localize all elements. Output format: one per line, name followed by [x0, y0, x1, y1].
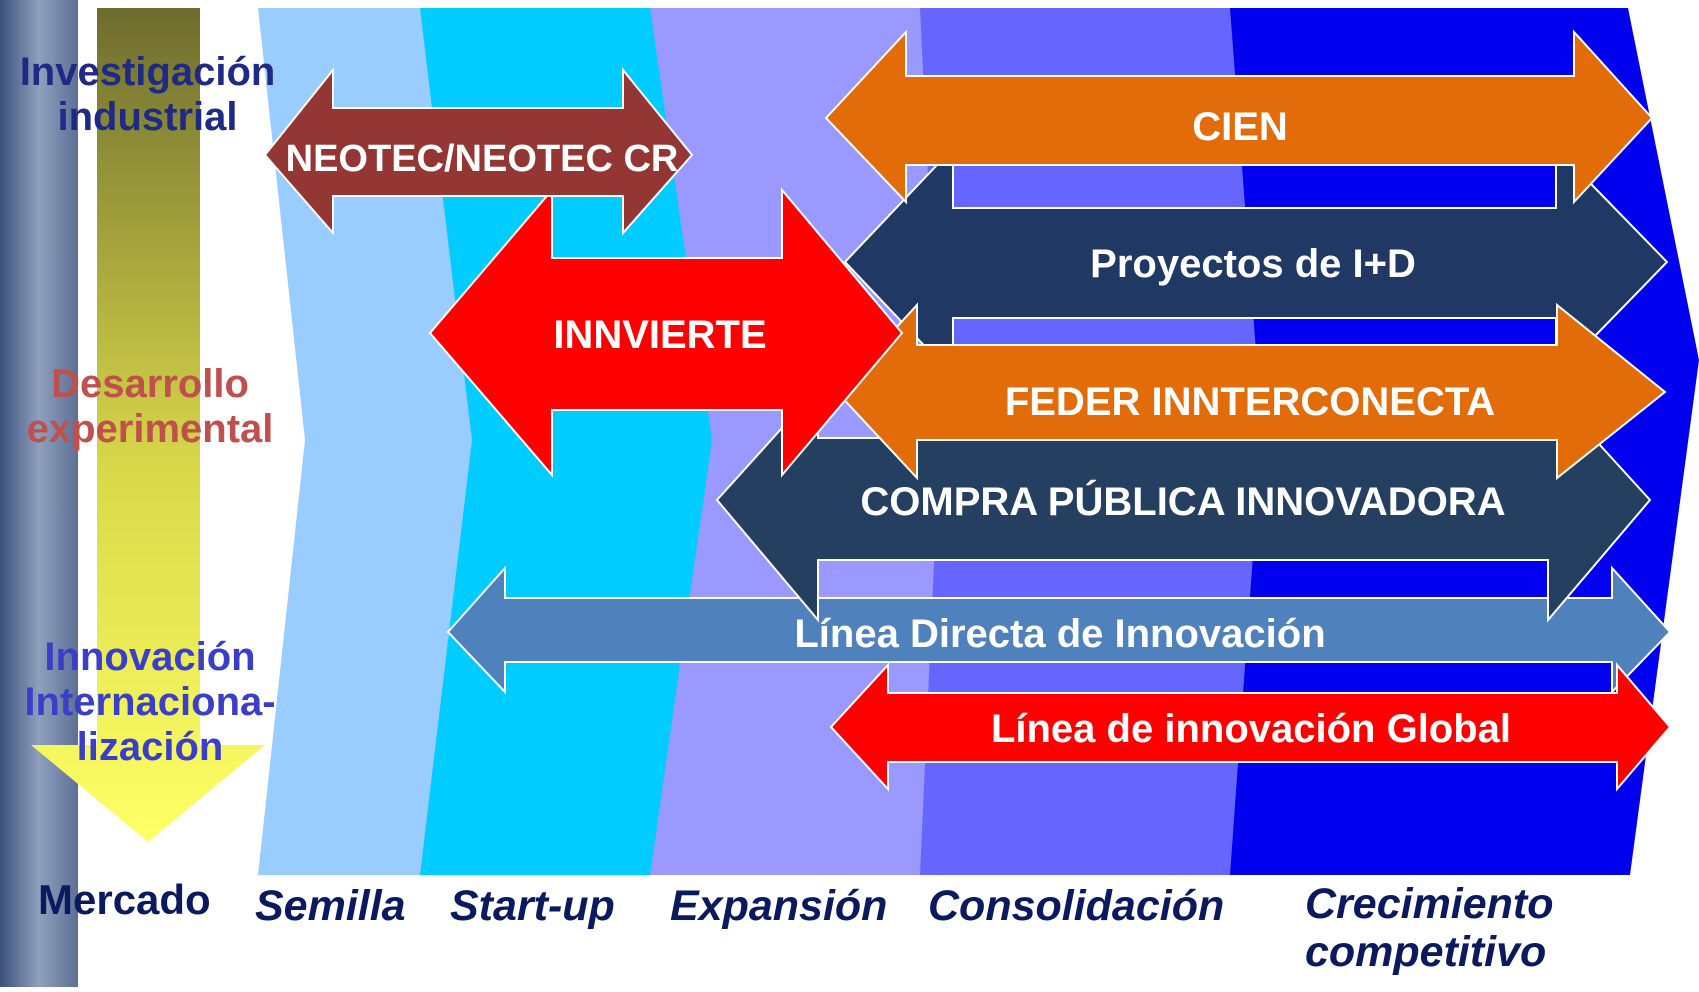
stage-label-consolidacion: Consolidación — [928, 882, 1225, 930]
arrow-neotec: NEOTEC/NEOTEC CR — [263, 67, 694, 236]
axis-label-desarrollo: Desarrollo experimental — [26, 362, 274, 451]
arrow-linea-directa: Línea Directa de Innovación — [446, 565, 1672, 695]
side-strip — [0, 0, 78, 987]
label-linea-directa: Línea Directa de Innovación — [794, 612, 1325, 656]
label-feder: FEDER INNTERCONECTA — [1005, 380, 1495, 424]
arrow-cien: CIEN — [824, 29, 1654, 205]
label-neotec: NEOTEC/NEOTEC CR — [286, 138, 679, 180]
stage-label-crecimiento: Crecimiento competitivo — [1305, 880, 1554, 977]
band-semilla — [258, 8, 472, 875]
arrow-compra: COMPRA PÚBLICA INNOVADORA — [715, 385, 1652, 623]
axis-label-mercado: Mercado — [38, 876, 211, 923]
label-innvierte: INNVIERTE — [553, 313, 766, 357]
arrow-linea-global: Línea de innovación Global — [829, 662, 1672, 792]
label-compra: COMPRA PÚBLICA INNOVADORA — [860, 478, 1505, 524]
label-linea-global: Línea de innovación Global — [991, 707, 1511, 751]
label-cien: CIEN — [1192, 105, 1288, 149]
arrow-innvierte: INNVIERTE — [428, 187, 904, 478]
stage-label-semilla: Semilla — [255, 882, 406, 930]
label-proyectos: Proyectos de I+D — [1090, 242, 1416, 286]
axis-label-innovacion: Innovación Internaciona- lización — [24, 635, 276, 769]
arrow-feder: FEDER INNTERCONECTA — [835, 302, 1667, 481]
axis-label-investigacion: Investigación industrial — [19, 50, 276, 139]
process-down-arrow — [31, 8, 265, 842]
stage-label-expansion: Expansión — [670, 882, 888, 930]
stage-label-startup: Start-up — [450, 882, 615, 930]
arrow-proyectos: Proyectos de I+D — [843, 145, 1669, 379]
